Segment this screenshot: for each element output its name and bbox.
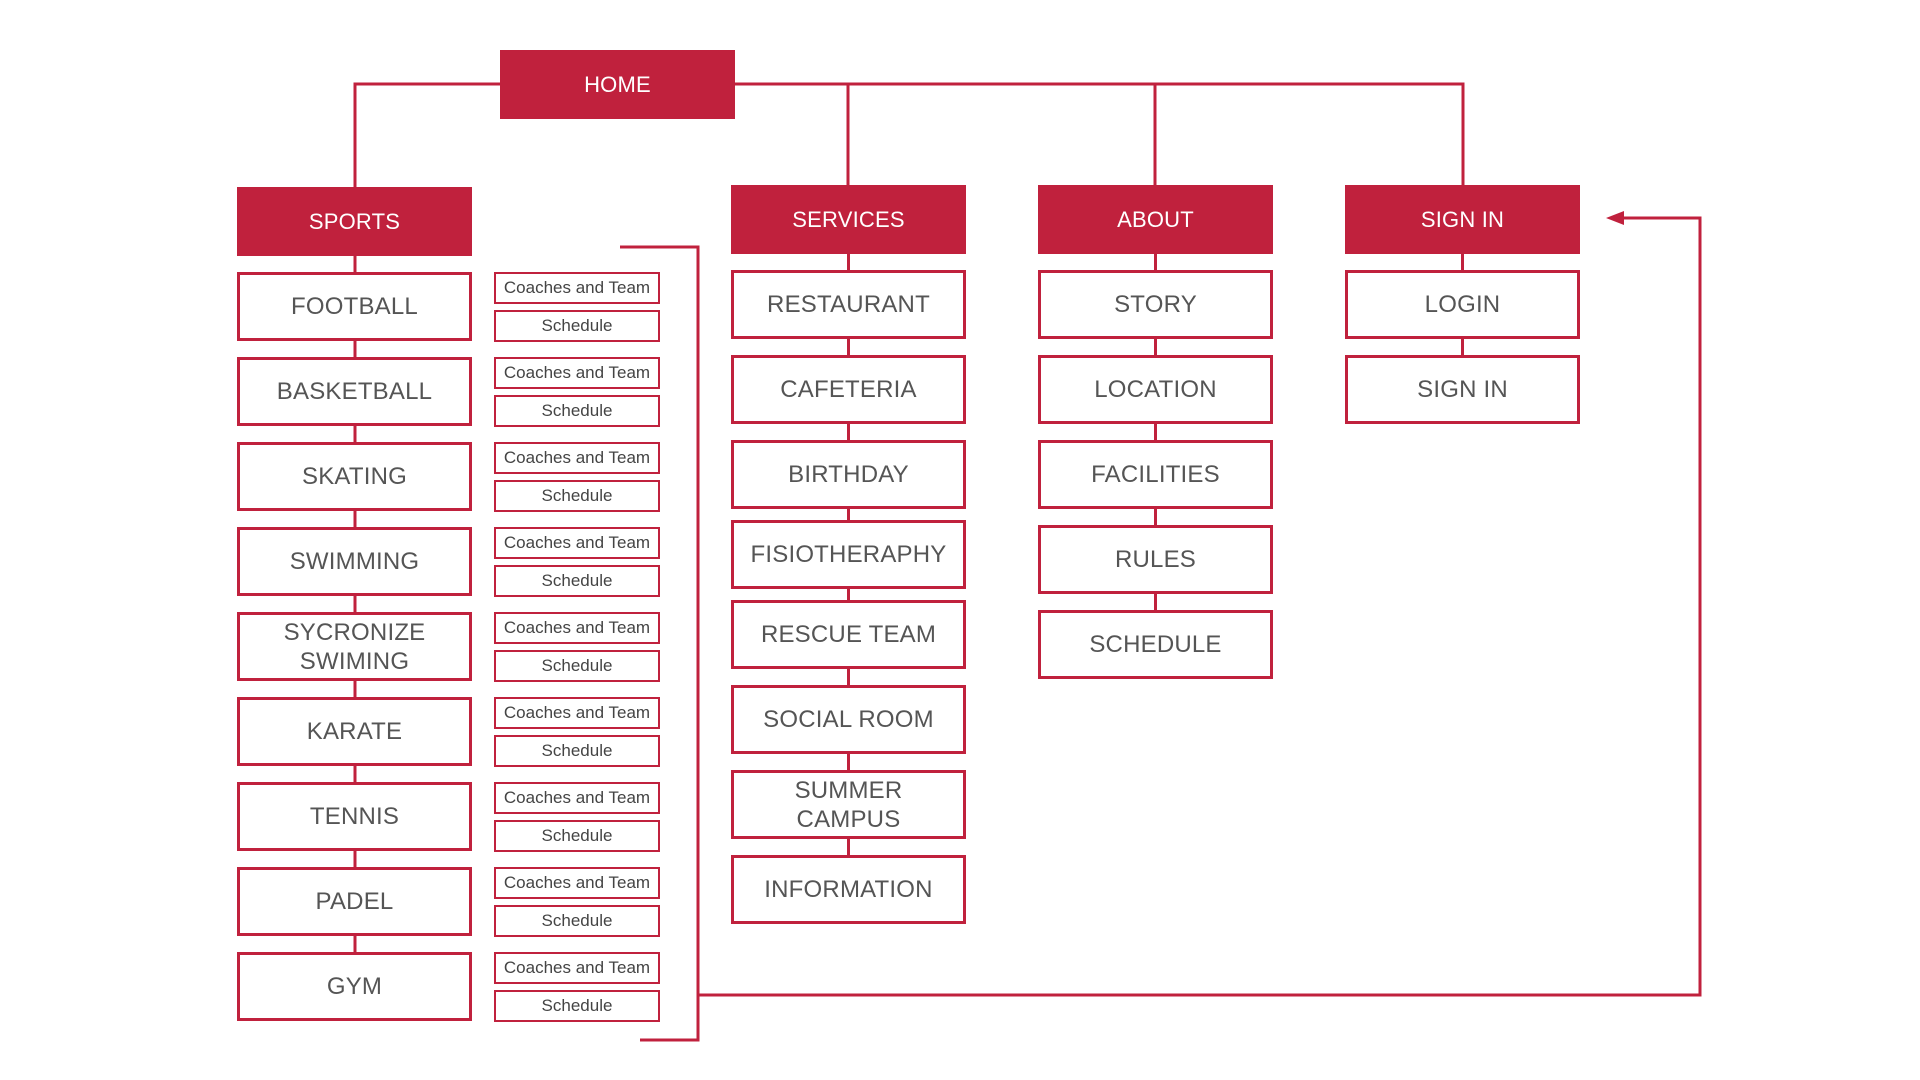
sports-item: PADEL xyxy=(237,867,472,936)
schedule-link: Schedule xyxy=(494,820,660,852)
signin-item: LOGIN xyxy=(1345,270,1580,339)
services-node: SERVICES xyxy=(731,185,966,254)
sports-item: SWIMMING xyxy=(237,527,472,596)
connector-return-to-signin xyxy=(698,216,1702,997)
sports-item: KARATE xyxy=(237,697,472,766)
signin-item: SIGN IN xyxy=(1345,355,1580,424)
services-item: SOCIAL ROOM xyxy=(731,685,966,754)
coaches-team-link: Coaches and Team xyxy=(494,272,660,304)
coaches-team-link: Coaches and Team xyxy=(494,442,660,474)
sports-item: GYM xyxy=(237,952,472,1021)
coaches-team-link: Coaches and Team xyxy=(494,357,660,389)
about-item: STORY xyxy=(1038,270,1273,339)
schedule-link: Schedule xyxy=(494,990,660,1022)
schedule-link: Schedule xyxy=(494,650,660,682)
home-node: HOME xyxy=(500,50,735,119)
sports-item: BASKETBALL xyxy=(237,357,472,426)
arrow-head-icon xyxy=(1606,211,1624,225)
schedule-link: Schedule xyxy=(494,395,660,427)
schedule-link: Schedule xyxy=(494,735,660,767)
coaches-team-link: Coaches and Team xyxy=(494,782,660,814)
schedule-link: Schedule xyxy=(494,565,660,597)
coaches-team-link: Coaches and Team xyxy=(494,527,660,559)
about-item: SCHEDULE xyxy=(1038,610,1273,679)
connector-home-sports xyxy=(353,82,500,187)
signin-node: SIGN IN xyxy=(1345,185,1580,254)
services-item: BIRTHDAY xyxy=(731,440,966,509)
connector-home-row xyxy=(735,82,1465,185)
schedule-link: Schedule xyxy=(494,905,660,937)
schedule-link: Schedule xyxy=(494,480,660,512)
services-item: SUMMER CAMPUS xyxy=(731,770,966,839)
connector-sports-bracket xyxy=(620,245,700,1042)
coaches-team-link: Coaches and Team xyxy=(494,697,660,729)
services-item: CAFETERIA xyxy=(731,355,966,424)
services-item: INFORMATION xyxy=(731,855,966,924)
sports-item: SYCRONIZE SWIMING xyxy=(237,612,472,681)
sports-item: SKATING xyxy=(237,442,472,511)
schedule-link: Schedule xyxy=(494,310,660,342)
sports-node: SPORTS xyxy=(237,187,472,256)
sports-item: FOOTBALL xyxy=(237,272,472,341)
services-item: FISIOTHERAPHY xyxy=(731,520,966,589)
coaches-team-link: Coaches and Team xyxy=(494,952,660,984)
about-node: ABOUT xyxy=(1038,185,1273,254)
coaches-team-link: Coaches and Team xyxy=(494,867,660,899)
coaches-team-link: Coaches and Team xyxy=(494,612,660,644)
services-item: RESTAURANT xyxy=(731,270,966,339)
about-item: RULES xyxy=(1038,525,1273,594)
sports-item: TENNIS xyxy=(237,782,472,851)
about-item: FACILITIES xyxy=(1038,440,1273,509)
services-item: RESCUE TEAM xyxy=(731,600,966,669)
about-item: LOCATION xyxy=(1038,355,1273,424)
